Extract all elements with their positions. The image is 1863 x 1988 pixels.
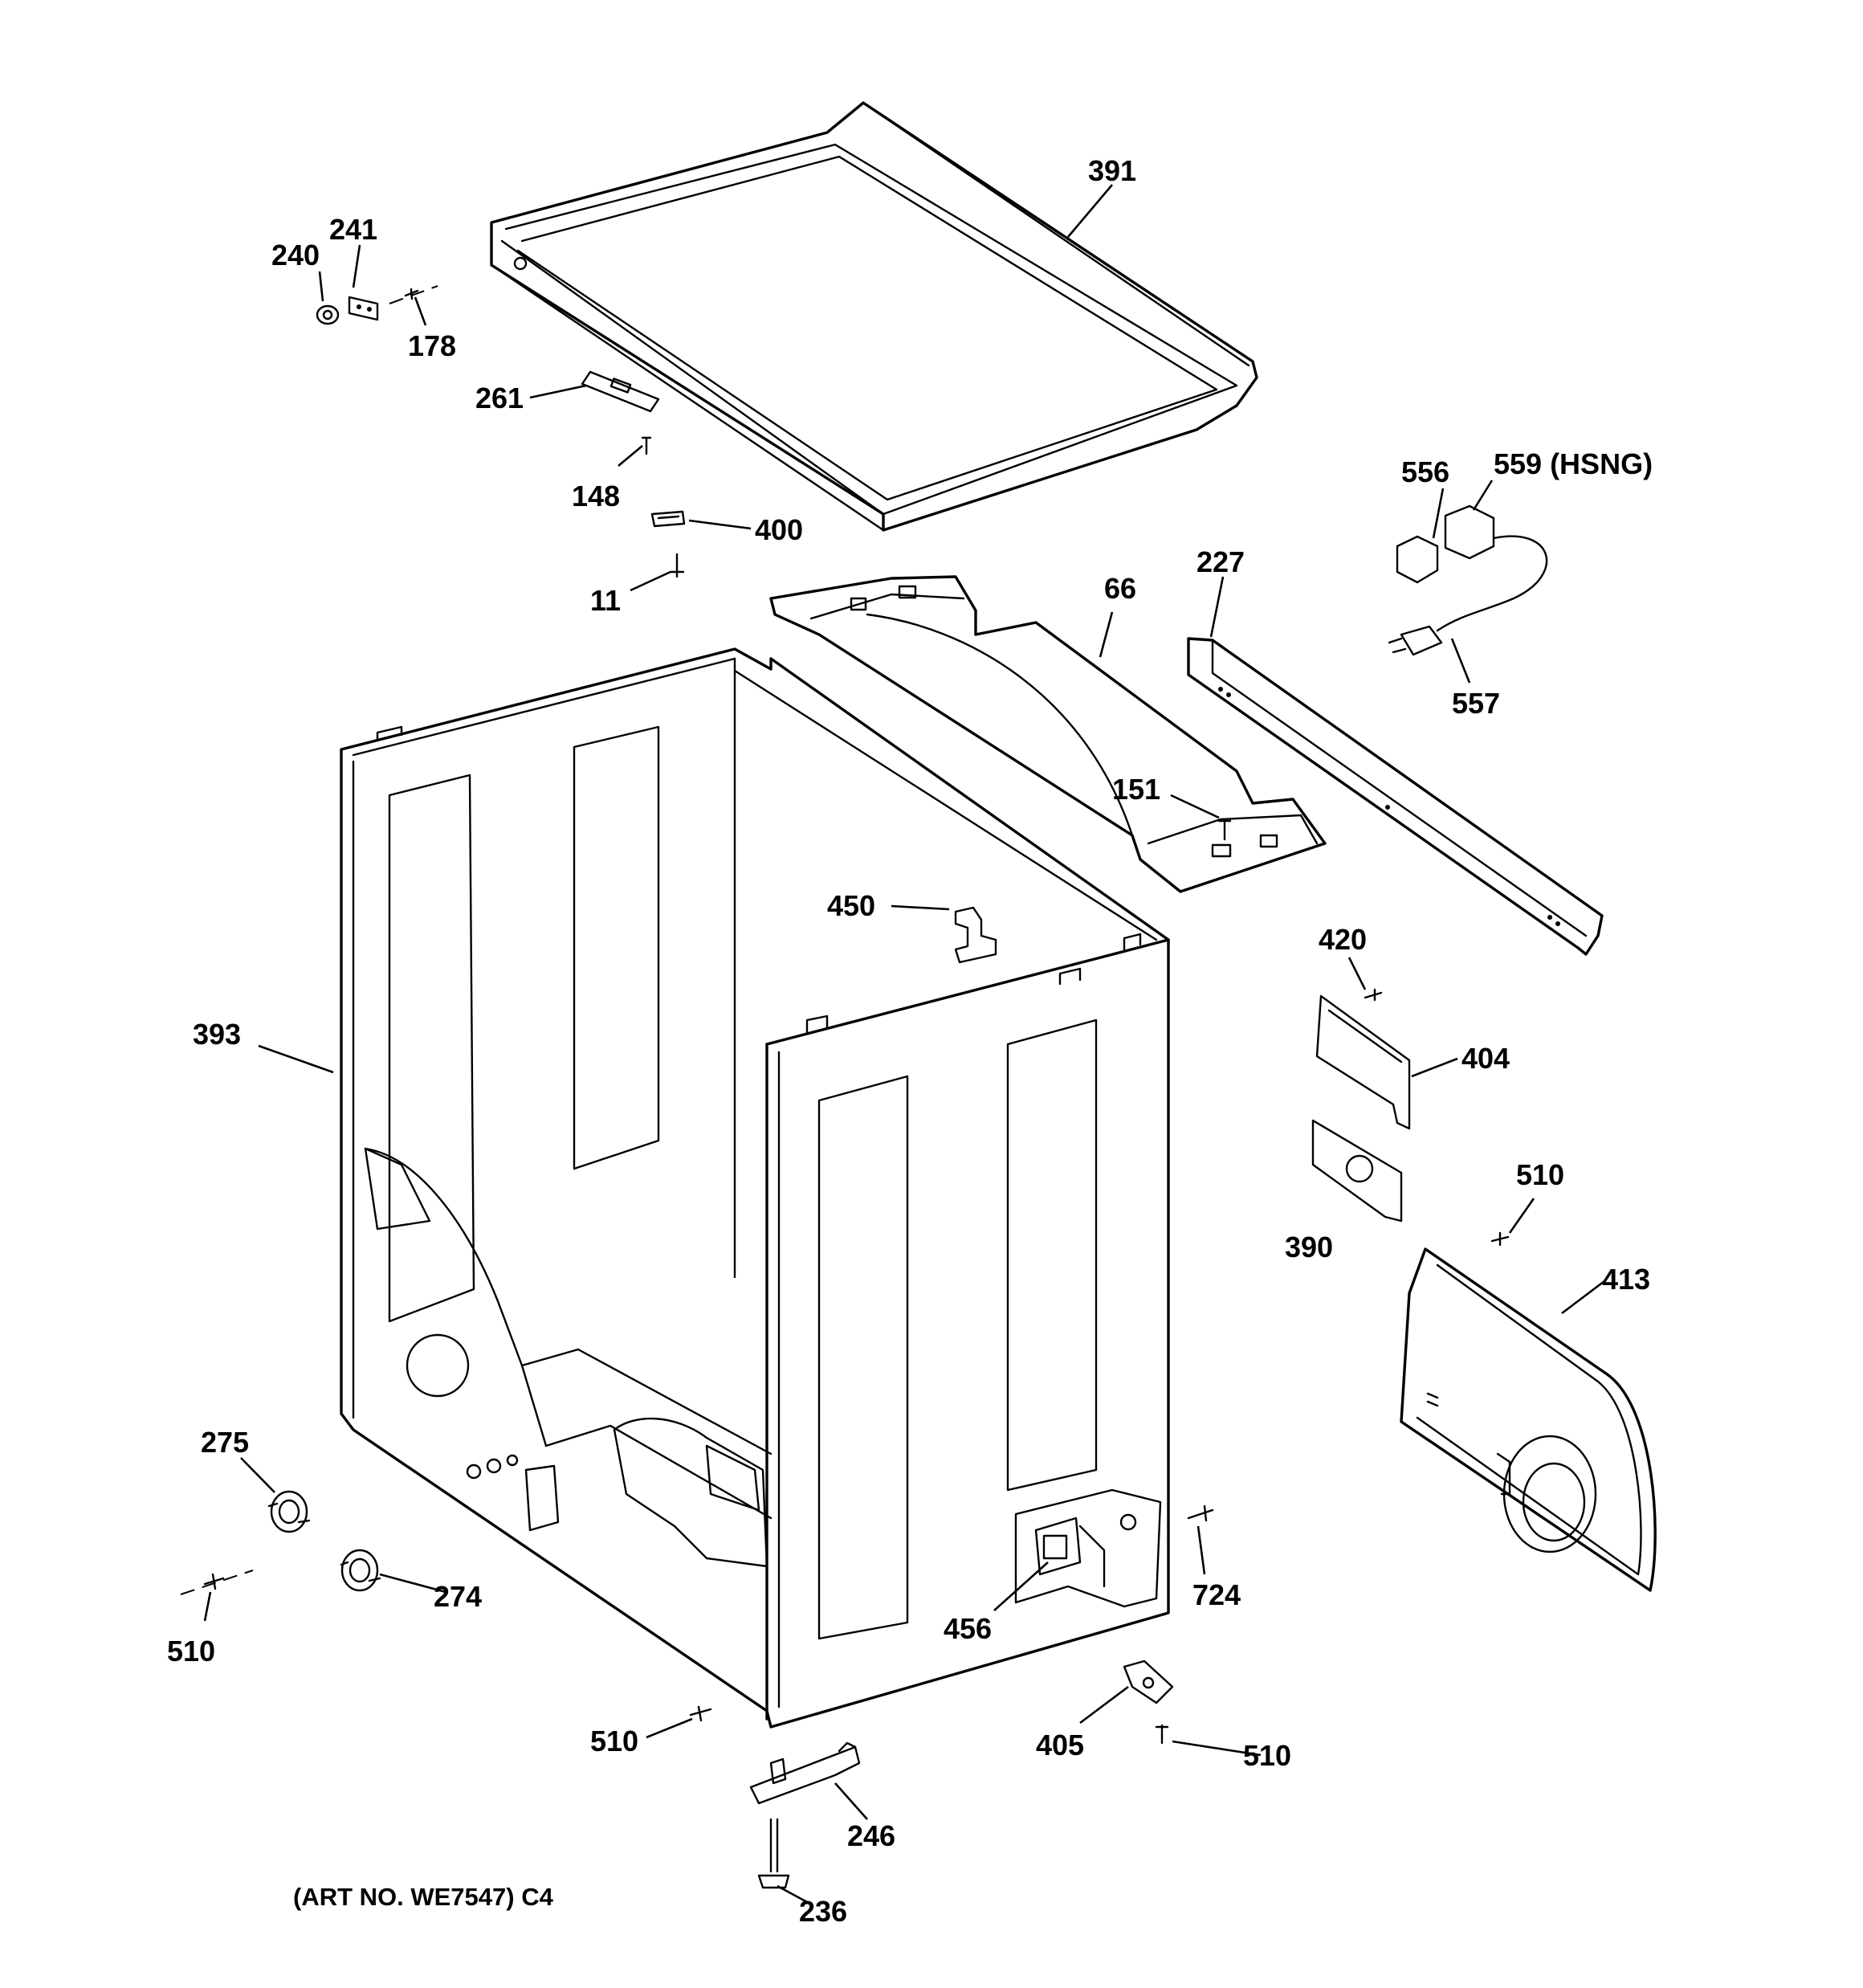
callout-274: 274 — [434, 1580, 482, 1613]
leader-lines — [203, 184, 1605, 1904]
art-number: (ART NO. WE7547) C4 — [293, 1883, 554, 1911]
screw-part-11 — [669, 553, 685, 578]
callout-510-left: 510 — [167, 1635, 215, 1668]
callout-559: 559 (HSNG) — [1494, 447, 1653, 480]
callout-400: 400 — [755, 513, 803, 546]
terminal-block-part-556 — [1396, 535, 1439, 584]
callout-404: 404 — [1461, 1042, 1510, 1075]
rail-part-227 — [1187, 637, 1604, 956]
screw-part-151 — [1217, 818, 1232, 841]
callout-227: 227 — [1196, 545, 1245, 578]
screw-part-510-bottom — [689, 1705, 712, 1722]
callout-510-rear: 510 — [1516, 1158, 1564, 1191]
screw-part-420 — [1364, 988, 1383, 1002]
callout-236: 236 — [799, 1895, 847, 1928]
top-panel-part — [490, 101, 1258, 532]
callout-391: 391 — [1088, 154, 1136, 187]
callout-261: 261 — [475, 382, 524, 414]
callout-240: 240 — [271, 239, 320, 271]
housing-part-559 — [1444, 504, 1495, 560]
thermostat-part-275 — [267, 1490, 311, 1533]
bracket-part-456 — [1034, 1513, 1137, 1588]
top-bracket-part-66 — [769, 575, 1327, 893]
leveling-leg-part-236 — [757, 1818, 790, 1889]
screw-part-148 — [641, 436, 652, 455]
callout-151: 151 — [1112, 773, 1160, 806]
callout-241: 241 — [329, 213, 377, 246]
callout-11: 11 — [590, 584, 621, 617]
callout-405: 405 — [1036, 1729, 1084, 1761]
callout-148: 148 — [572, 480, 620, 512]
cover-plate-part-404 — [1315, 994, 1411, 1130]
power-cord-part-557 — [1388, 535, 1548, 656]
callout-275: 275 — [201, 1426, 249, 1459]
callout-450: 450 — [827, 889, 875, 922]
callout-510-right: 510 — [1243, 1739, 1291, 1772]
callout-178: 178 — [408, 329, 456, 362]
callout-557: 557 — [1452, 687, 1500, 720]
bracket-part-450 — [954, 906, 997, 964]
hinge-part-246 — [749, 1741, 861, 1805]
screw-part-510-rear — [1490, 1231, 1510, 1247]
plate-part-261 — [581, 370, 660, 413]
callout-510-bottom: 510 — [590, 1725, 638, 1757]
bracket-part-405 — [1123, 1659, 1174, 1704]
screw-part-510-left — [203, 1573, 225, 1590]
cabinet-part — [340, 647, 1170, 1729]
callout-413: 413 — [1602, 1263, 1650, 1296]
screw-part-178 — [404, 288, 419, 300]
callout-390: 390 — [1285, 1231, 1333, 1263]
screw-part-724 — [1187, 1504, 1214, 1522]
callout-66: 66 — [1104, 572, 1136, 605]
bracket-part-241 — [348, 296, 379, 321]
callout-556: 556 — [1401, 455, 1449, 488]
callout-labels: 391 241 240 178 261 148 400 11 556 559 (… — [167, 154, 1653, 1928]
screw-part-510-right — [1155, 1724, 1169, 1745]
thermostat-part-274 — [340, 1549, 381, 1592]
clip-part-400 — [650, 510, 686, 528]
callout-456: 456 — [944, 1612, 992, 1645]
knob-part-240 — [316, 304, 340, 325]
callout-420: 420 — [1319, 923, 1367, 956]
callout-393: 393 — [193, 1018, 241, 1051]
rear-panel-part-413 — [1400, 1247, 1657, 1592]
callout-724: 724 — [1192, 1578, 1241, 1611]
callout-246: 246 — [847, 1819, 895, 1852]
cover-plate-part-390 — [1311, 1119, 1403, 1223]
